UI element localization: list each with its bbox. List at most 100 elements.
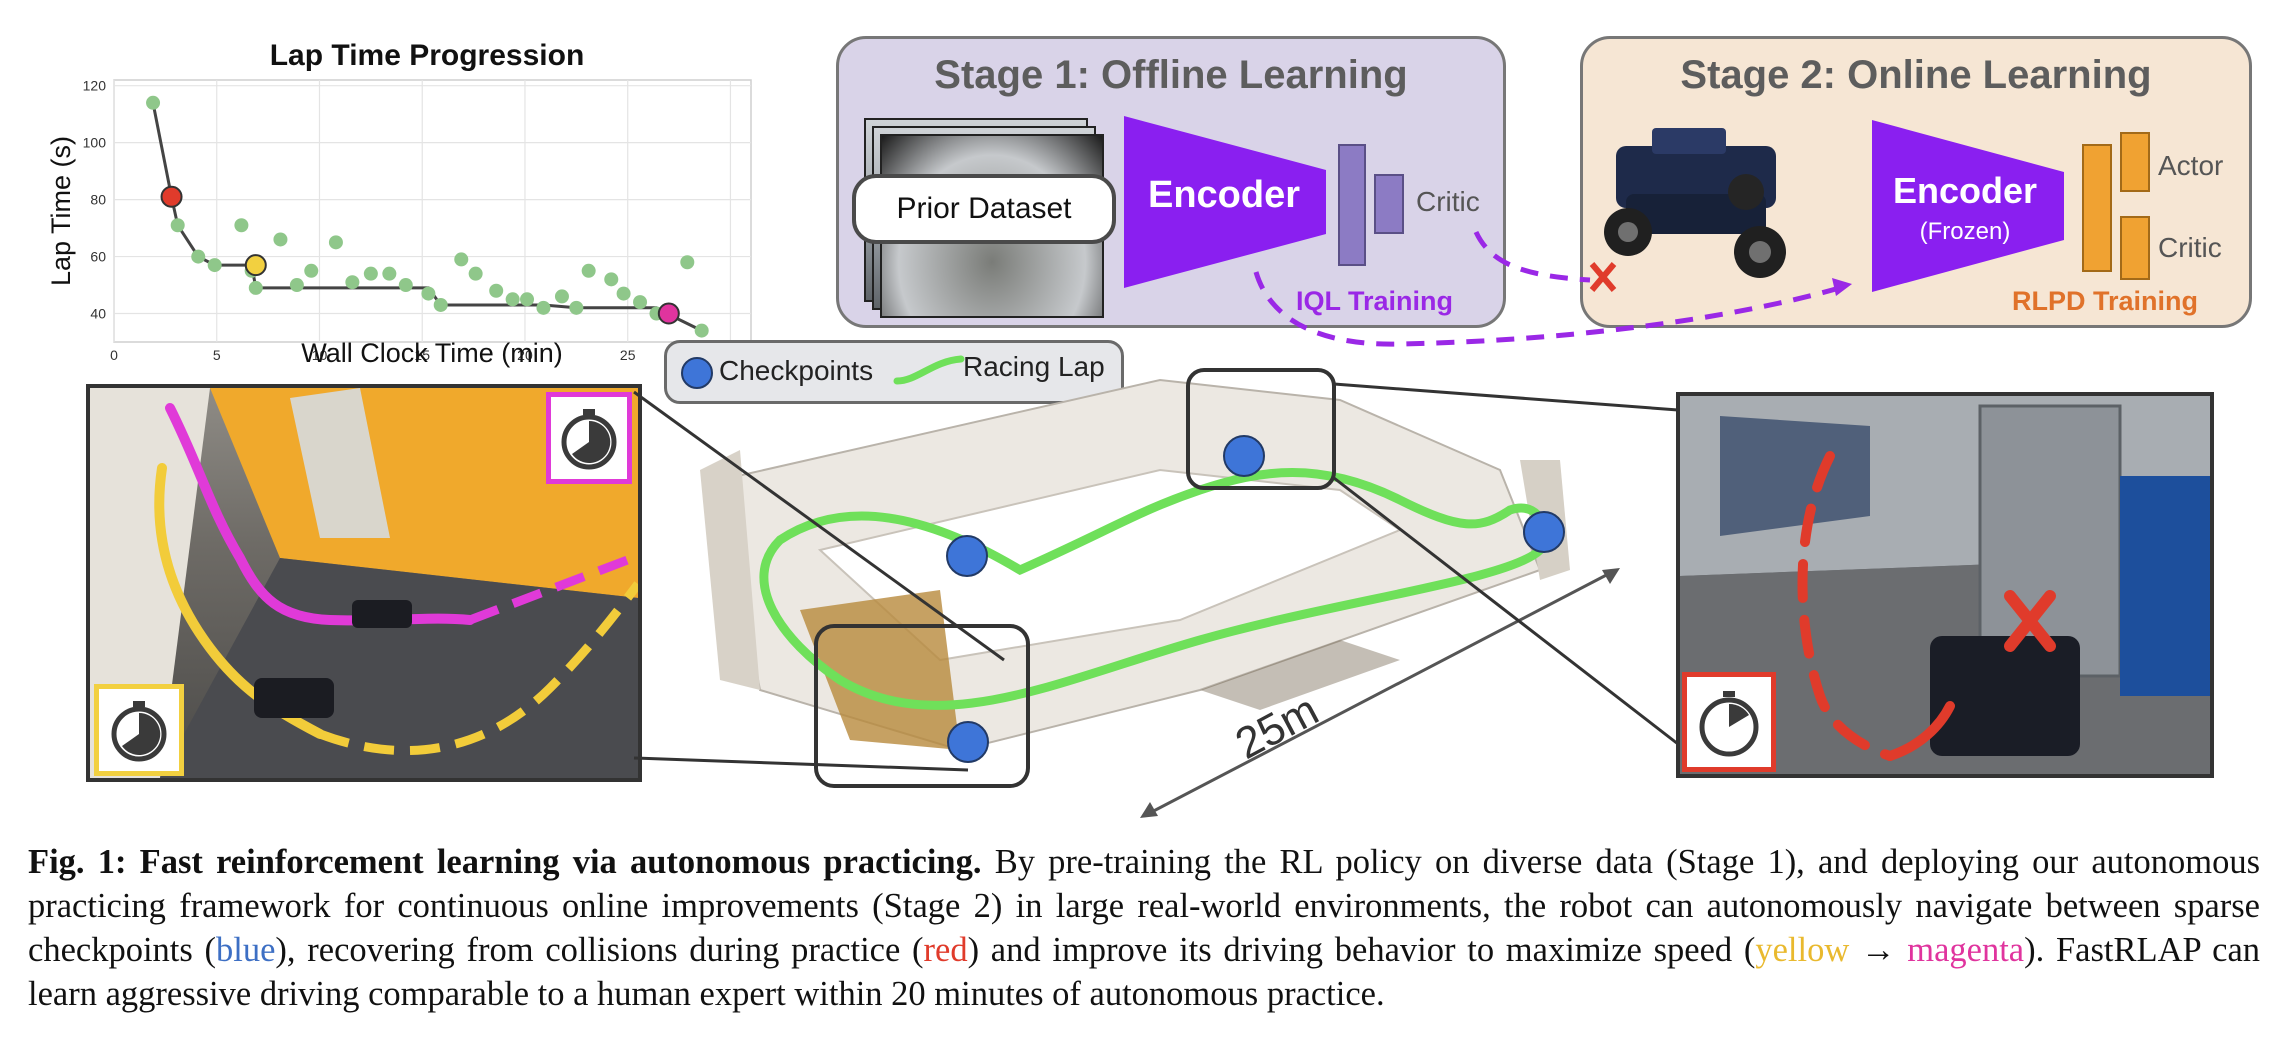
left-hallway-photo [86, 384, 642, 782]
stage-transfer-arrows [1253, 230, 1852, 347]
lap-point [569, 300, 584, 315]
x-tick-label: 10 [312, 347, 328, 363]
caption-part2: ), recovering from collisions during pra… [275, 931, 924, 969]
x-tick-label: 0 [110, 347, 118, 363]
magenta-stopwatch-icon [546, 392, 632, 484]
lap-point [505, 292, 520, 307]
lap-point [207, 258, 222, 273]
caption-magenta-word: magenta [1907, 931, 2025, 969]
lap-point [382, 266, 397, 281]
checkpoint-marker [947, 721, 989, 763]
hallway-map: 25m [700, 368, 1620, 818]
lap-point [536, 300, 551, 315]
lap-point [363, 266, 378, 281]
lap-point [616, 286, 631, 301]
caption-red-word: red [923, 931, 968, 969]
lap-point [421, 286, 436, 301]
x-tick-label: 20 [517, 347, 533, 363]
lap-point [345, 275, 360, 290]
iql-training-label: IQL Training [1296, 286, 1454, 316]
legend-racing-lap-label: Racing Lap [963, 351, 1105, 382]
stage1-title: Stage 1: Offline Learning [934, 53, 1408, 97]
stage1-critic-label: Critic [1416, 186, 1480, 217]
chart-title: Lap Time Progression [270, 39, 585, 72]
caption-part3: ) and improve its driving behavior to ma… [967, 931, 1756, 969]
x-tick-label: 25 [620, 347, 636, 363]
caption-part4: ). FastRLAP can learn aggressive driving… [28, 931, 2261, 1013]
y-tick-label: 100 [83, 135, 107, 151]
caption-arrow: → [1861, 931, 1896, 969]
highlighted-laps [160, 185, 680, 325]
rlpd-training-label: RLPD Training [2012, 286, 2199, 316]
caption-blue-word: blue [216, 931, 276, 969]
lap-point [433, 297, 448, 312]
checkpoint-marker [1223, 435, 1265, 477]
prior-dataset-label: Prior Dataset [852, 174, 1116, 244]
caption-part1: By pre-training the RL policy on diverse… [28, 843, 2261, 969]
highlighted-lap-point [244, 254, 267, 277]
stage2-critic-block [2120, 216, 2150, 280]
y-tick-label: 80 [90, 192, 106, 208]
stage1-encoder-shape [1124, 116, 1326, 288]
racing-lap-line-icon [893, 355, 965, 385]
stage2-encoder-shape [1872, 120, 2064, 292]
caption-fig-label: Fig. 1: [28, 843, 127, 881]
stage2-title: Stage 2: Online Learning [1680, 53, 2152, 97]
lap-point [191, 249, 206, 264]
checkpoint-marker [946, 535, 988, 577]
highlighted-lap-point [160, 185, 183, 208]
stage2-feature-block [2082, 144, 2112, 272]
caption-yellow-word: yellow [1755, 931, 1850, 969]
stage1-feature-block [1338, 144, 1366, 266]
stage2-critic-label: Critic [2158, 232, 2222, 263]
lap-point [694, 323, 709, 338]
stage2-actor-label: Actor [2158, 150, 2224, 181]
lap-point [581, 263, 596, 278]
map-highlight-left [814, 624, 1030, 788]
stage2-encoder-label: Encoder [1892, 170, 2038, 211]
red-stopwatch-icon [1682, 672, 1776, 772]
lap-point [489, 283, 504, 298]
x-tick-label: 15 [414, 347, 430, 363]
y-tick-label: 40 [90, 306, 106, 322]
lap-point [273, 232, 288, 247]
collision-x-icon [1589, 262, 1617, 292]
lap-points [146, 95, 709, 338]
highlighted-lap-point [657, 302, 680, 325]
right-hallway-photo [1676, 392, 2214, 778]
lap-point [680, 255, 695, 270]
chart-ticks: 051015202530406080100120 [83, 78, 739, 363]
lap-point [170, 218, 185, 233]
figure-caption: Fig. 1: Fast reinforcement learning via … [28, 840, 2260, 1016]
panel-connector-lines [633, 382, 1679, 772]
stage1-critic-block [1374, 174, 1404, 234]
robot-car-image [1604, 128, 1786, 278]
collision-x-mark-icon [2004, 590, 2056, 652]
chart-grid [113, 80, 751, 342]
lap-point [248, 280, 263, 295]
lap-point [146, 95, 161, 110]
checkpoint-marker [1523, 511, 1565, 553]
lap-point [633, 295, 648, 310]
stage2-actor-block [2120, 132, 2150, 192]
x-axis-label: Wall Clock Time (min) [301, 338, 563, 368]
stage2-encoder-sublabel: (Frozen) [1919, 218, 2011, 245]
lap-point [234, 218, 249, 233]
lap-point [554, 289, 569, 304]
lap-time-chart-svg: Lap Time Progression 0510152025304060801… [46, 39, 752, 368]
lap-time-chart: Lap Time Progression 0510152025304060801… [40, 30, 780, 375]
legend-checkpoints-label: Checkpoints [719, 355, 874, 386]
map-legend: Checkpoints Racing Lap [664, 340, 1124, 404]
y-tick-label: 120 [83, 78, 107, 94]
lap-point [289, 278, 304, 293]
lap-point [454, 252, 469, 267]
x-tick-label: 5 [213, 347, 221, 363]
caption-bold-title: Fast reinforcement learning via autonomo… [139, 843, 982, 881]
checkpoint-marker-icon [681, 357, 713, 389]
lap-point [520, 292, 535, 307]
stage1-encoder-label: Encoder [1147, 174, 1301, 216]
y-tick-label: 60 [90, 249, 106, 265]
y-axis-label: Lap Time (s) [46, 136, 76, 286]
lap-point [468, 266, 483, 281]
map-highlight-right [1186, 368, 1336, 490]
